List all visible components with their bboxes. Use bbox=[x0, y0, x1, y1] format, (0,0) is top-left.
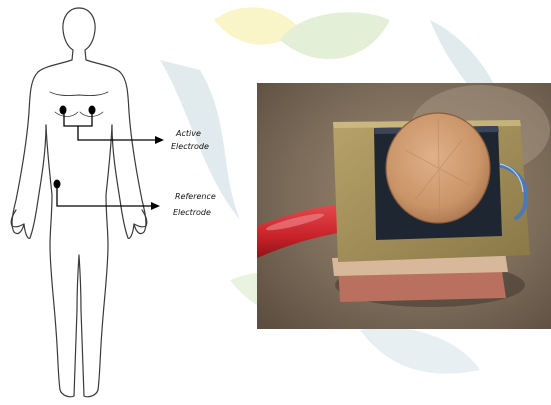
reference-arrowhead bbox=[151, 202, 160, 210]
reference-connector bbox=[57, 188, 152, 206]
active-electrode-label-line-2: Electrode bbox=[171, 141, 209, 152]
electrode-sensor-photo bbox=[257, 83, 551, 329]
active-electrode-dot-left bbox=[60, 106, 67, 115]
reference-electrode-dot bbox=[54, 180, 61, 189]
human-body-outline-icon bbox=[11, 8, 147, 397]
active-arrowhead bbox=[155, 136, 164, 144]
watermark-green-leaf bbox=[280, 12, 390, 59]
leg-inner bbox=[74, 255, 84, 396]
reference-electrode-label-line-1: Reference bbox=[175, 191, 216, 202]
left-inner-arm bbox=[30, 125, 46, 238]
right-inner-arm bbox=[112, 125, 128, 238]
reference-electrode-label-line-2: Electrode bbox=[173, 207, 211, 218]
head-outline bbox=[12, 8, 79, 238]
active-electrode-dot-right bbox=[89, 106, 96, 115]
active-electrode-label-line-1: Active bbox=[176, 128, 201, 139]
torso-right bbox=[84, 125, 112, 397]
clavicle-line bbox=[50, 92, 108, 96]
watermark-blue-lower bbox=[360, 327, 480, 373]
head-outline-right bbox=[79, 8, 146, 238]
torso-left bbox=[46, 125, 74, 397]
active-electrode-connector bbox=[64, 114, 157, 140]
